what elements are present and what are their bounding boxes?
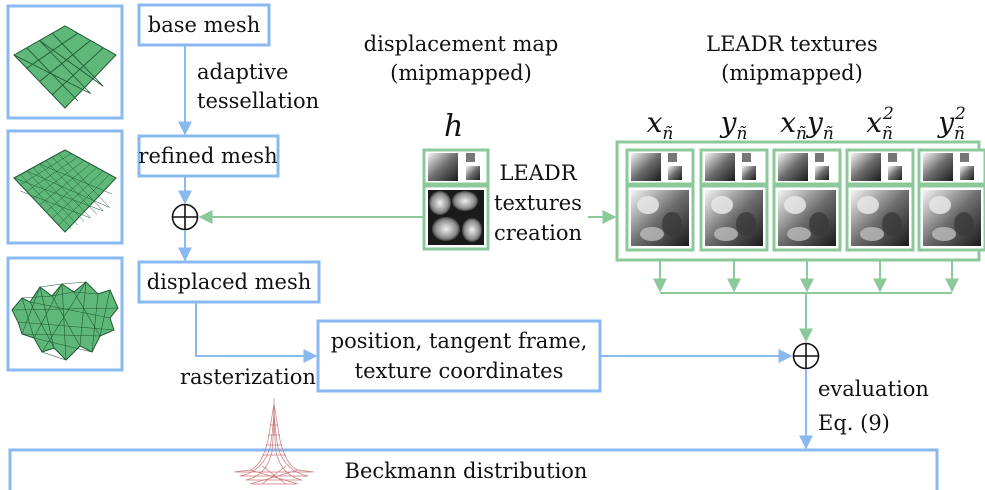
height-map-symbol: h	[444, 109, 463, 144]
arrow-displaced-to-raster	[195, 302, 318, 363]
leadr-texture-label: xñ2	[866, 104, 894, 144]
rasterization-label: rasterization	[180, 365, 316, 389]
mesh-thumbnail-displaced	[6, 256, 124, 372]
leadr-texture-label: yñ2	[936, 104, 966, 144]
raster-output-box: position, tangent frame, texture coordin…	[316, 319, 602, 393]
plus-node-evaluation	[792, 342, 820, 370]
svg-text:tessellation: tessellation	[197, 89, 319, 113]
tessellation-label: adaptive tessellation	[197, 60, 319, 113]
mesh-thumbnail-base	[6, 4, 124, 120]
base-mesh-box: base mesh	[137, 3, 271, 47]
svg-text:(mipmapped): (mipmapped)	[390, 61, 532, 85]
leadr-textures-header: LEADR textures (mipmapped)	[706, 32, 878, 85]
svg-text:Eq. (9): Eq. (9)	[818, 411, 890, 435]
displaced-mesh-label: displaced mesh	[147, 270, 312, 294]
leadr-down-arrows	[653, 260, 959, 293]
svg-text:creation: creation	[494, 221, 582, 245]
leadr-texture-2: yñ	[699, 106, 769, 252]
displacement-map-header: displacement map (mipmapped)	[364, 32, 559, 85]
mesh-thumbnail-refined	[6, 129, 124, 245]
leadr-texture-label: xñ	[647, 106, 674, 144]
svg-text:evaluation: evaluation	[818, 377, 929, 401]
svg-text:LEADR: LEADR	[499, 161, 577, 185]
svg-text:displacement map: displacement map	[364, 32, 559, 56]
svg-text:(mipmapped): (mipmapped)	[721, 61, 863, 85]
svg-text:textures: textures	[494, 191, 582, 215]
displacement-map-texture	[422, 148, 490, 251]
svg-text:LEADR textures: LEADR textures	[706, 32, 878, 56]
leadr-creation-label: LEADR textures creation	[494, 161, 582, 245]
plus-node-displacement	[171, 203, 199, 231]
refined-mesh-box: refined mesh	[137, 134, 280, 178]
leadr-texture-1: xñ	[625, 106, 695, 252]
connectors	[178, 45, 952, 450]
beckmann-label: Beckmann distribution	[345, 459, 588, 483]
leadr-texture-label: xñyñ	[780, 106, 834, 144]
leadr-texture-5: yñ2	[917, 104, 985, 252]
beckmann-box	[8, 448, 939, 490]
base-mesh-label: base mesh	[148, 13, 261, 37]
svg-text:adaptive: adaptive	[197, 60, 288, 84]
leadr-texture-3: xñyñ	[772, 106, 842, 252]
refined-mesh-label: refined mesh	[138, 144, 277, 168]
beckmann-lobe-plot	[233, 398, 315, 485]
evaluation-label: evaluation Eq. (9)	[818, 377, 929, 435]
raster-output-line2: texture coordinates	[355, 359, 564, 383]
leadr-texture-4: xñ2	[845, 104, 915, 252]
leadr-texture-label: yñ	[719, 106, 748, 144]
raster-output-line1: position, tangent frame,	[331, 329, 588, 353]
displaced-mesh-box: displaced mesh	[137, 260, 321, 304]
